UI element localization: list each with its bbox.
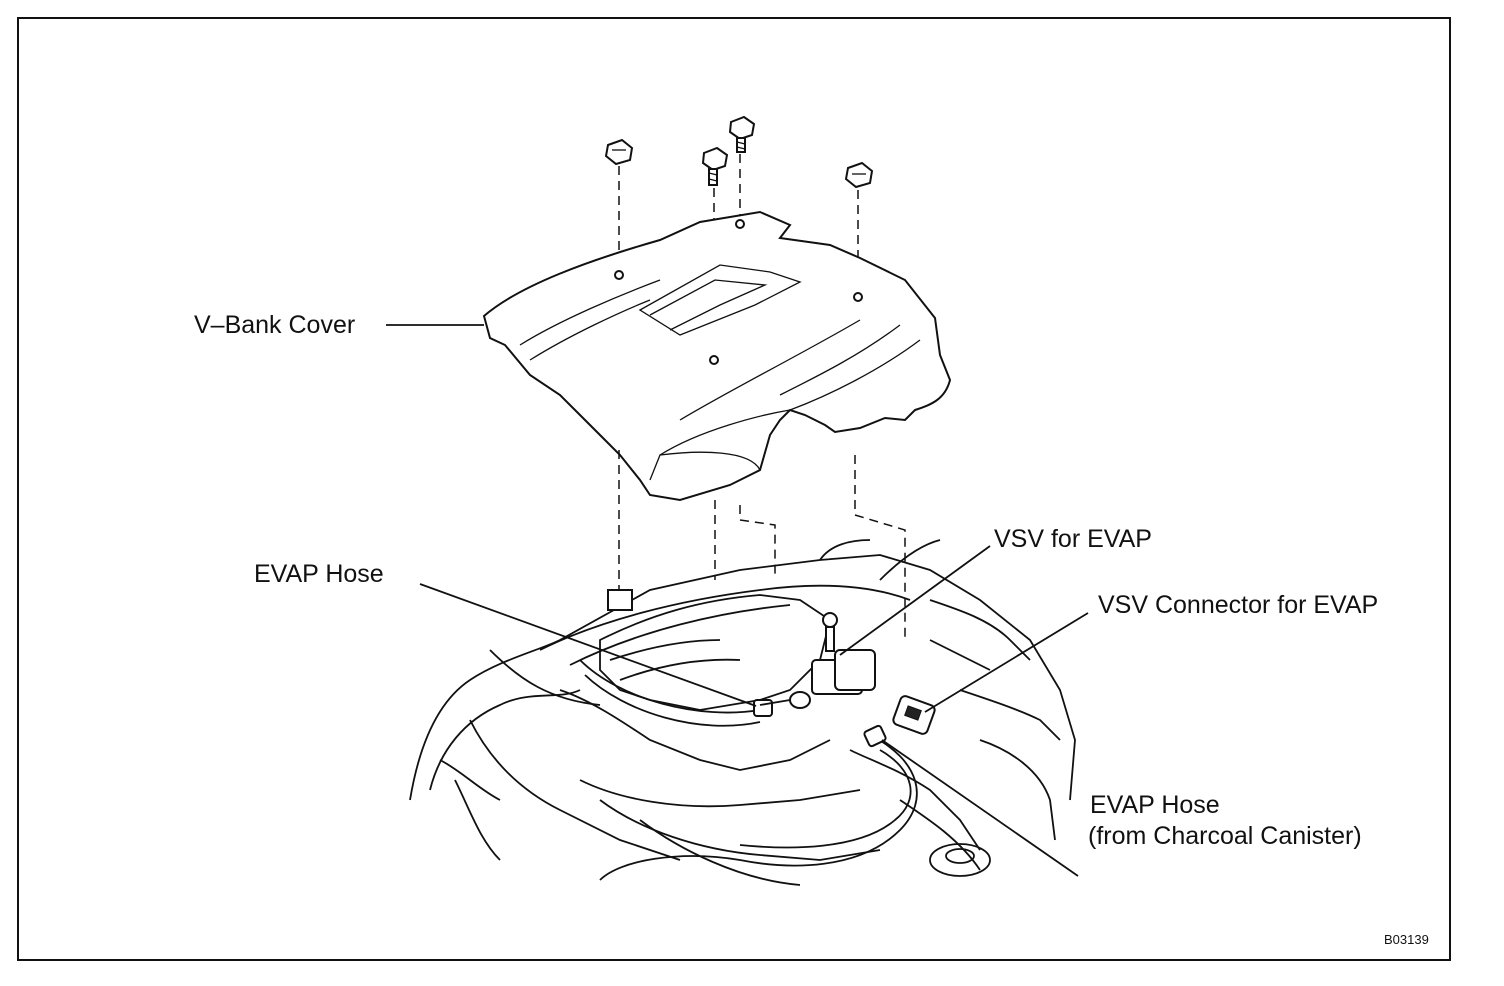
label-vsv-for-evap: VSV for EVAP bbox=[994, 525, 1152, 553]
bolt-icon bbox=[701, 146, 729, 186]
label-evap-hose-canister-line1: EVAP Hose bbox=[1090, 791, 1220, 819]
label-vsv-connector: VSV Connector for EVAP bbox=[1098, 591, 1379, 619]
vbank-cover bbox=[482, 210, 952, 502]
label-evap-hose: EVAP Hose bbox=[254, 560, 384, 588]
nut-icon bbox=[844, 161, 874, 189]
bolt-icon bbox=[728, 115, 756, 153]
nut-icon bbox=[604, 138, 634, 166]
vsv-valve bbox=[759, 612, 876, 709]
reference-code: B03139 bbox=[1384, 932, 1429, 947]
vsv-connector bbox=[892, 695, 936, 735]
label-evap-hose-canister-line2: (from Charcoal Canister) bbox=[1088, 822, 1362, 850]
diagram-frame bbox=[17, 17, 1451, 961]
label-vbank-cover: V–Bank Cover bbox=[194, 311, 356, 339]
engine-assembly bbox=[409, 539, 1076, 886]
